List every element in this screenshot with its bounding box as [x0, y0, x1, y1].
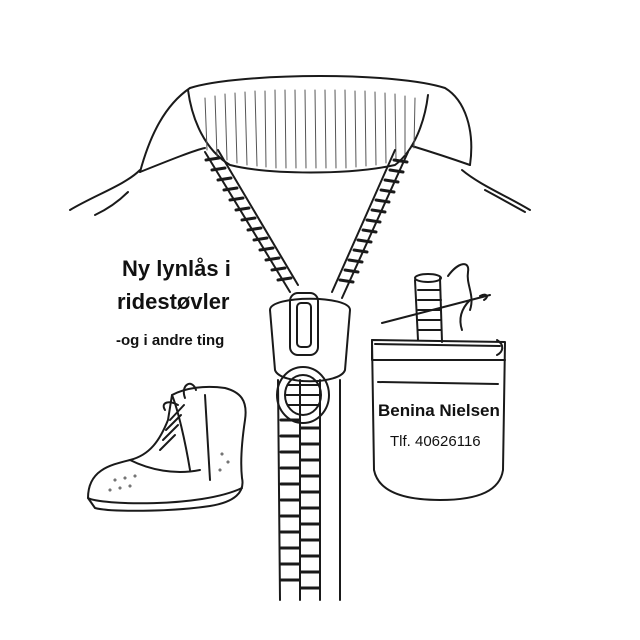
headline-line-1: Ny lynlås i [122, 256, 231, 281]
zipper-icon [204, 149, 409, 601]
collar [139, 75, 473, 174]
pocket-icon [371, 339, 506, 501]
jacket-body [69, 169, 531, 216]
needle-icon [381, 293, 491, 331]
subtitle: -og i andre ting [116, 332, 225, 349]
contact-name: Benina Nielsen [378, 401, 500, 420]
headline-line-2: ridestøvler [117, 289, 230, 314]
boot-icon [87, 382, 247, 512]
thread-spool-icon [414, 263, 473, 343]
contact-phone: Tlf. 40626116 [390, 433, 481, 450]
